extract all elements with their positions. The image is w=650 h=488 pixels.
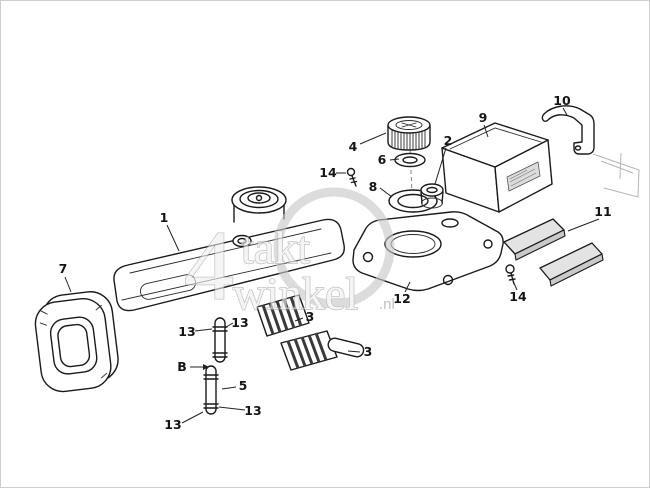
callout-part-10: 10	[553, 92, 571, 108]
callout-part-9: 9	[478, 109, 488, 125]
part-2-grommet	[420, 183, 444, 209]
callout-part-4: 4	[348, 138, 358, 154]
callout-part-1: 1	[159, 209, 169, 225]
watermark-ring	[273, 187, 395, 309]
watermark-suffix: .nl	[379, 296, 395, 313]
callout-part-5: 5	[238, 377, 248, 393]
callout-part-14-left: 14	[319, 164, 337, 180]
part-3-filter-element-upper	[256, 294, 310, 337]
part-6-washer	[394, 152, 426, 168]
callout-part-2: 2	[443, 132, 453, 148]
callout-part-13-bottom-right: 13	[244, 402, 262, 418]
part-10-bracket-clamp	[541, 105, 595, 155]
part-9-cover-box	[441, 122, 553, 213]
direction-arrowhead	[203, 364, 209, 370]
part-11-packing-pads	[503, 218, 604, 287]
callout-part-7: 7	[58, 260, 68, 276]
callout-part-3-upper: 3	[305, 308, 315, 324]
phantom-frame-lines	[592, 152, 640, 198]
callout-part-13-top-right: 13	[231, 314, 249, 330]
callout-part-13-bottom-left: 13	[164, 416, 182, 432]
part-13-clips-upper	[212, 326, 228, 358]
part-7-intake-duct	[34, 291, 119, 393]
part-14-screw-right	[505, 264, 516, 285]
watermark-word2: winkel	[233, 268, 358, 319]
callout-part-3-lower: 3	[363, 343, 373, 359]
callout-part-12: 12	[393, 290, 411, 306]
watermark: 4 takt winkel .nl	[183, 187, 395, 322]
part-3-filter-element-lower	[280, 330, 365, 371]
part-14-screw-left	[346, 167, 358, 187]
leader-lines	[64, 107, 600, 424]
callout-part-14-right: 14	[509, 288, 527, 304]
callout-part-8: 8	[368, 178, 378, 194]
callout-ref-b: B	[177, 358, 187, 374]
watermark-word1: takt	[241, 222, 310, 273]
watermark-big-char: 4	[184, 210, 234, 321]
part-5-breather-tubes	[203, 317, 228, 415]
callout-part-13-top-left: 13	[178, 323, 196, 339]
part-4-cover-cap	[387, 116, 431, 151]
part-13-clips-lower	[203, 374, 219, 409]
callout-part-11: 11	[594, 203, 612, 219]
part-1-air-cleaner-case	[113, 186, 345, 312]
callout-part-6: 6	[377, 151, 387, 167]
